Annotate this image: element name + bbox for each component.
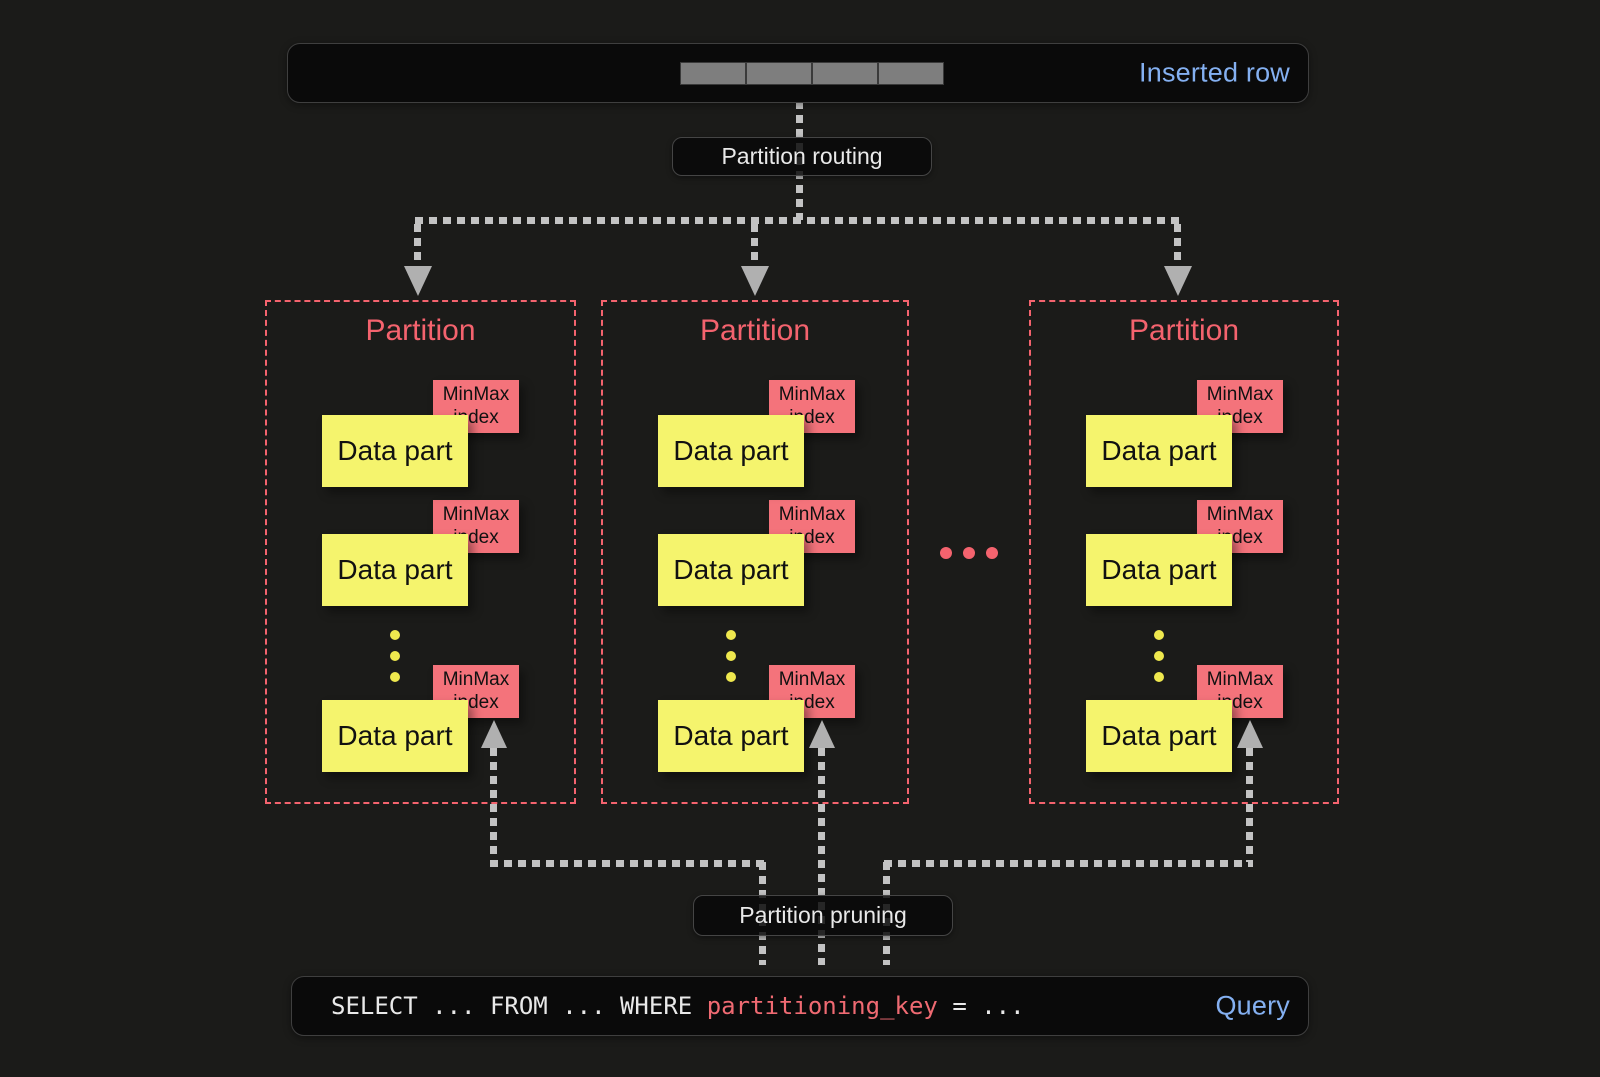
pruning-branch-line-left bbox=[490, 860, 767, 867]
more-parts-ellipsis bbox=[726, 630, 736, 682]
arrow-down-icon bbox=[1164, 266, 1192, 296]
partition-pruning-text: Partition pruning bbox=[739, 902, 907, 928]
more-partitions-ellipsis bbox=[940, 547, 998, 559]
partition-box-1: Partition MinMax index Data part MinMax … bbox=[265, 300, 576, 804]
query-label: Query bbox=[1215, 990, 1290, 1021]
data-part-box: Data part bbox=[1086, 415, 1232, 487]
inserted-row-label: Inserted row bbox=[1139, 57, 1290, 88]
routing-drop-line-1 bbox=[414, 224, 421, 266]
sql-query-text: SELECT ... FROM ... WHERE partitioning_k… bbox=[331, 992, 1025, 1020]
sql-prefix: SELECT ... FROM ... WHERE bbox=[331, 992, 707, 1020]
partition-routing-label: Partition routing bbox=[672, 137, 932, 176]
query-bar: SELECT ... FROM ... WHERE partitioning_k… bbox=[291, 976, 1309, 1036]
sql-suffix: = ... bbox=[937, 992, 1025, 1020]
row-cell bbox=[813, 63, 879, 84]
routing-drop-line-2 bbox=[751, 224, 758, 266]
data-part-box: Data part bbox=[322, 700, 468, 772]
data-part-box: Data part bbox=[658, 700, 804, 772]
row-cell bbox=[747, 63, 813, 84]
data-part-box: Data part bbox=[1086, 534, 1232, 606]
pruning-line-up-1 bbox=[490, 748, 497, 862]
arrow-down-icon bbox=[741, 266, 769, 296]
row-cells bbox=[680, 62, 944, 85]
sql-partitioning-key: partitioning_key bbox=[706, 992, 938, 1020]
routing-drop-line-3 bbox=[1174, 224, 1181, 266]
partition-title: Partition bbox=[1128, 314, 1240, 347]
arrow-up-icon bbox=[481, 720, 507, 748]
arrow-up-icon bbox=[809, 720, 835, 748]
partition-box-2: Partition MinMax index Data part MinMax … bbox=[601, 300, 909, 804]
data-part-box: Data part bbox=[322, 534, 468, 606]
routing-branch-line bbox=[415, 217, 1181, 224]
arrow-up-icon bbox=[1237, 720, 1263, 748]
more-parts-ellipsis bbox=[390, 630, 400, 682]
partition-pruning-label: Partition pruning bbox=[693, 895, 953, 936]
arrow-down-icon bbox=[404, 266, 432, 296]
partition-routing-text: Partition routing bbox=[721, 143, 883, 169]
pruning-line-up-3 bbox=[1246, 748, 1253, 862]
pruning-line-center bbox=[818, 748, 825, 965]
inserted-row-bar: Inserted row bbox=[287, 43, 1309, 103]
partition-title: Partition bbox=[365, 314, 476, 347]
row-cell bbox=[879, 63, 943, 84]
partition-box-3: Partition MinMax index Data part MinMax … bbox=[1029, 300, 1339, 804]
partition-title: Partition bbox=[699, 314, 811, 347]
data-part-box: Data part bbox=[1086, 700, 1232, 772]
data-part-box: Data part bbox=[658, 534, 804, 606]
more-parts-ellipsis bbox=[1154, 630, 1164, 682]
data-part-box: Data part bbox=[658, 415, 804, 487]
pruning-branch-line-right bbox=[884, 860, 1253, 867]
data-part-box: Data part bbox=[322, 415, 468, 487]
row-cell bbox=[681, 63, 747, 84]
